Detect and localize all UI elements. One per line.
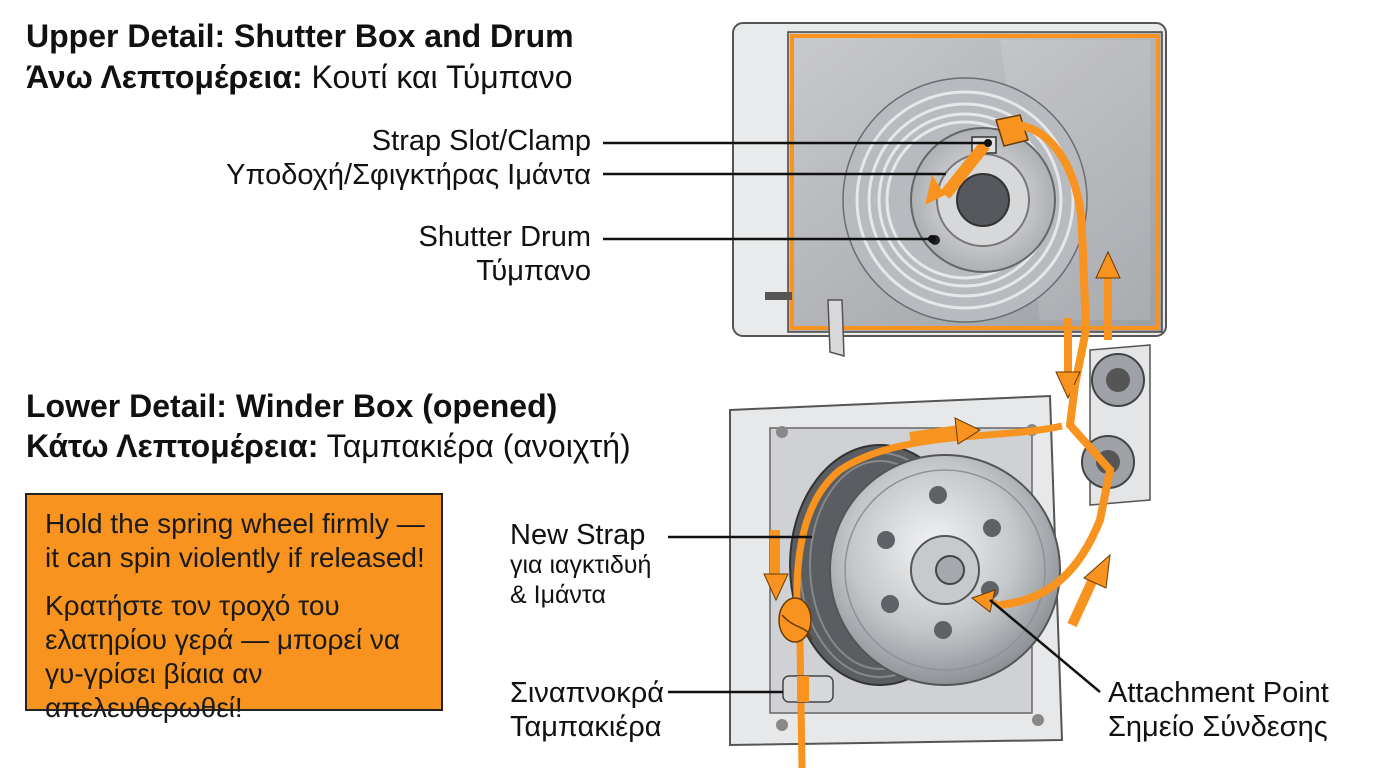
lower-detail-title: Lower Detail: Winder Box (opened) bbox=[26, 386, 557, 426]
attachment-label-gr: Σημείο Σύνδεσης bbox=[1108, 711, 1328, 743]
lower-title-en: Lower Detail: Winder Box (opened) bbox=[26, 388, 558, 424]
lower-detail-title-gr: Κάτω Λεπτομέρεια: Ταμπακιέρα (ανοιχτή) bbox=[26, 426, 631, 466]
shutter-drum bbox=[842, 77, 1088, 323]
strap-slot-label-en: Strap Slot/Clamp bbox=[371, 125, 591, 157]
upper-strap bbox=[925, 120, 1121, 400]
spring-wheel bbox=[829, 454, 1061, 686]
guide-label-gr2: Ταμπακιέρα bbox=[510, 711, 662, 743]
strap-knot bbox=[778, 597, 813, 643]
drum-label-gr: Τύμπανο bbox=[476, 255, 591, 287]
upper-title-gr-rest: Κουτί και Τύμπανο bbox=[302, 59, 573, 95]
upper-detail-title-gr: Άνω Λεπτομέρεια: Κουτί και Τύμπανο bbox=[26, 57, 573, 97]
strap-slot-label-gr: Υποδοχή/Σφιγκτήρας Ιμάντα bbox=[226, 159, 591, 191]
leader-dot bbox=[928, 235, 936, 243]
new-strap-label-gr1: για ιαγκτιδυή bbox=[510, 551, 652, 579]
lower-title-gr-rest: Ταμπακιέρα (ανοιχτή) bbox=[318, 428, 631, 464]
new-strap-label-gr2: & Ιμάντα bbox=[510, 581, 606, 609]
upper-detail-title: Upper Detail: Shutter Box and Drum bbox=[26, 16, 574, 56]
warning-box: Hold the spring wheel firmly — it can sp… bbox=[25, 493, 443, 723]
leader-lines bbox=[603, 141, 1101, 694]
warning-text-en: Hold the spring wheel firmly — it can sp… bbox=[45, 508, 425, 573]
warning-text-gr: Κρατήστε τον τροχό του ελατηρίου γερά — … bbox=[45, 590, 401, 723]
leader-dot bbox=[984, 139, 992, 147]
drum-label-en: Shutter Drum bbox=[418, 221, 591, 253]
strap-guide bbox=[782, 675, 834, 703]
new-strap-label-en: New Strap bbox=[510, 519, 646, 551]
upper-title-en: Upper Detail: Shutter Box and Drum bbox=[26, 18, 574, 54]
guide-rollers bbox=[1081, 344, 1151, 506]
guide-label-gr1: Σιναπνοκρά bbox=[510, 677, 665, 709]
lower-title-gr-bold: Κάτω Λεπτομέρεια: bbox=[26, 428, 319, 464]
attachment-label-en: Attachment Point bbox=[1108, 677, 1329, 709]
upper-title-gr-bold: Άνω Λεπτομέρεια: bbox=[26, 59, 303, 95]
